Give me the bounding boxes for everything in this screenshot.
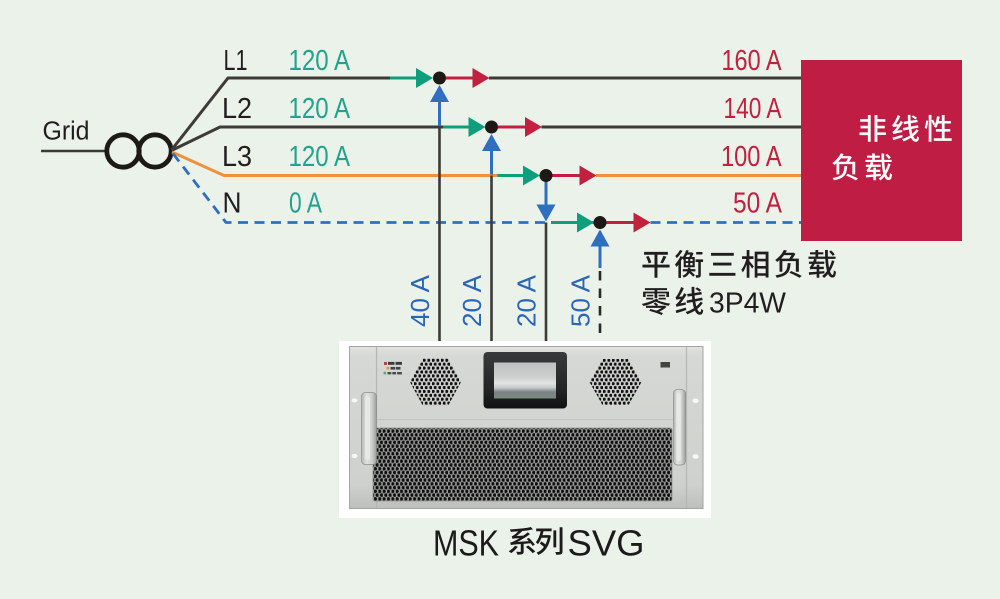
svg-text:SVG: SVG [568,523,645,564]
svg-text:20 A: 20 A [457,274,487,327]
svg-text:100 A: 100 A [721,141,782,173]
svg-text:160 A: 160 A [722,45,783,77]
svg-text:20 A: 20 A [512,274,542,327]
svg-text:N: N [223,188,242,220]
svg-text:L1: L1 [224,45,248,77]
svg-text:120 A: 120 A [289,141,351,173]
svg-text:L3: L3 [222,141,252,173]
svg-text:50 A: 50 A [566,274,596,327]
svg-text:0 A: 0 A [289,188,323,220]
svg-text:Grid: Grid [43,118,90,146]
svg-text:120 A: 120 A [289,93,351,125]
svg-text:140 A: 140 A [724,93,783,125]
svg-text:MSK: MSK [433,523,499,564]
svg-text:40 A: 40 A [405,274,435,327]
svg-text:50 A: 50 A [733,188,783,220]
svg-text:3P4W: 3P4W [709,288,787,320]
svg-text:L2: L2 [222,93,252,125]
svg-text:120 A: 120 A [289,45,351,77]
